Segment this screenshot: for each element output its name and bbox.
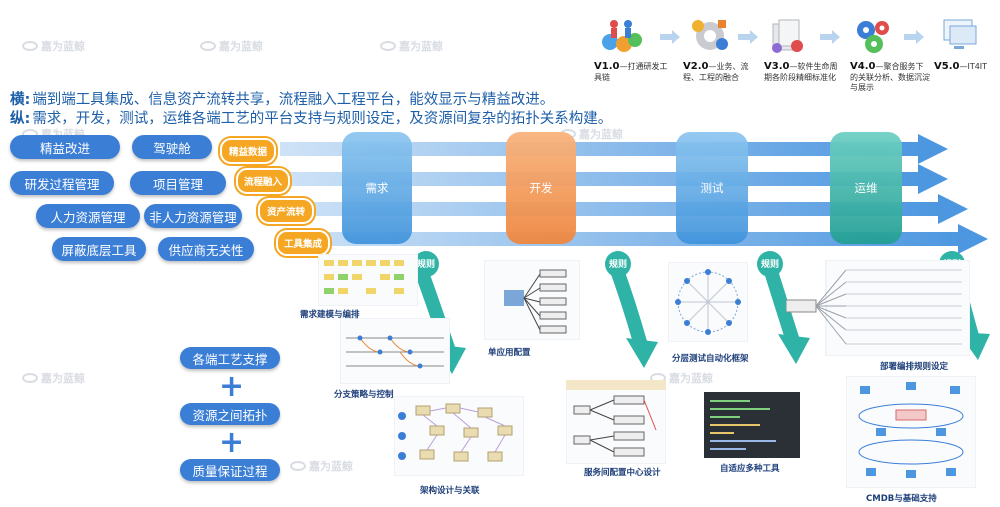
horizontal-key: 横:	[10, 92, 31, 108]
vertical-statement: 纵:需求，开发，测试，运维各端工艺的平台支持与规则设定，及资源间复杂的拓扑关系构…	[10, 107, 612, 128]
flow-arrow-2	[280, 164, 948, 194]
people-gears-icon	[602, 20, 642, 52]
version-v1: V1.0—打通研发工具链	[594, 61, 668, 82]
pill-non-hr-management: 非人力资源管理	[144, 204, 242, 228]
rule-label-1: 规则	[417, 258, 435, 270]
flow-arrow-3	[280, 194, 968, 224]
caption-service-config-center: 服务间配置中心设计	[584, 468, 661, 478]
stage-development: 开发	[506, 132, 576, 244]
pill-shield-tools: 屏蔽底层工具	[52, 237, 146, 261]
cmdb-thumbnail	[846, 376, 976, 488]
computer-screens-icon	[943, 19, 977, 49]
architecture-thumbnail	[394, 396, 524, 476]
branch-strategy-thumbnail	[340, 318, 450, 384]
caption-requirement-modeling: 需求建模与编排	[300, 310, 360, 320]
box-process-support: 各端工艺支撑	[180, 347, 280, 369]
circle-lean-data: 精益数据	[220, 138, 276, 164]
plus-sign: +	[219, 369, 245, 404]
watermark: 嘉为蓝鲸	[22, 370, 85, 386]
plus-sign: +	[219, 425, 245, 460]
deploy-orchestration-thumbnail	[786, 260, 970, 356]
pill-rd-process: 研发过程管理	[10, 171, 114, 195]
rule-label-3: 规则	[761, 258, 779, 270]
rule-label-2: 规则	[609, 258, 627, 270]
watermark: 嘉为蓝鲸	[290, 458, 353, 474]
rule-arrow-2: 规则	[605, 251, 658, 368]
horizontal-text: 端到端工具集成、信息资产流转共享，流程融入工程平台，能效显示与精益改进。	[32, 92, 555, 108]
flow-arrow-4	[280, 224, 988, 254]
watermark: 嘉为蓝鲸	[22, 38, 85, 54]
box-quality-assurance: 质量保证过程	[180, 459, 280, 481]
caption-cmdb: CMDB与基础支持	[866, 494, 937, 504]
test-framework-thumbnail	[668, 262, 748, 342]
stage-requirement: 需求	[342, 132, 412, 244]
service-config-center-thumbnail	[566, 380, 666, 464]
caption-branch-strategy: 分支策略与控制	[334, 390, 394, 400]
puzzle-gears-icon	[692, 20, 728, 50]
watermark: 嘉为蓝鲸	[380, 38, 443, 54]
vertical-text: 需求，开发，测试，运维各端工艺的平台支持与规则设定，及资源间复杂的拓扑关系构建。	[32, 111, 613, 127]
stage-operations: 运维	[830, 132, 902, 244]
flow-arrow-1	[280, 134, 948, 164]
box-resource-topology: 资源之间拓扑	[180, 403, 280, 425]
version-v5: V5.0—IT4IT	[934, 61, 988, 72]
rule-arrow-3: 规则	[757, 251, 810, 364]
version-v2: V2.0—业务、流程、工程的融合	[683, 61, 749, 82]
caption-test-framework: 分层测试自动化框架	[672, 354, 749, 364]
caption-single-app-config: 单应用配置	[488, 348, 531, 358]
pill-hr-management: 人力资源管理	[36, 204, 140, 228]
circle-process-integration: 流程融入	[236, 168, 290, 194]
pill-project-management: 项目管理	[130, 171, 226, 195]
horizontal-statement: 横:端到端工具集成、信息资产流转共享，流程融入工程平台，能效显示与精益改进。	[10, 88, 554, 109]
requirement-model-thumbnail	[318, 254, 418, 306]
version-v3: V3.0—软件生命周期各阶段精细标准化	[764, 61, 838, 82]
pill-cockpit: 驾驶舱	[132, 135, 212, 159]
caption-architecture: 架构设计与关联	[420, 486, 480, 496]
colored-gears-icon	[857, 21, 889, 53]
adaptive-tools-thumbnail	[704, 392, 800, 458]
single-app-config-thumbnail	[484, 260, 580, 340]
circle-tool-integration: 工具集成	[276, 230, 330, 256]
version-v4: V4.0—聚合服务下的关联分析、数据沉淀与展示	[850, 61, 930, 92]
watermark: 嘉为蓝鲸	[200, 38, 263, 54]
version-arrows	[660, 30, 924, 44]
stage-testing: 测试	[676, 132, 748, 244]
caption-adaptive-tools: 自适应多种工具	[720, 464, 780, 474]
pill-vendor-agnostic: 供应商无关性	[158, 237, 254, 261]
pill-lean-improvement: 精益改进	[10, 135, 120, 159]
document-stack-icon	[772, 19, 803, 53]
vertical-key: 纵:	[10, 111, 31, 127]
caption-deploy-orchestration: 部署编排规则设定	[880, 362, 949, 372]
circle-asset-flow: 资产流转	[258, 198, 314, 224]
